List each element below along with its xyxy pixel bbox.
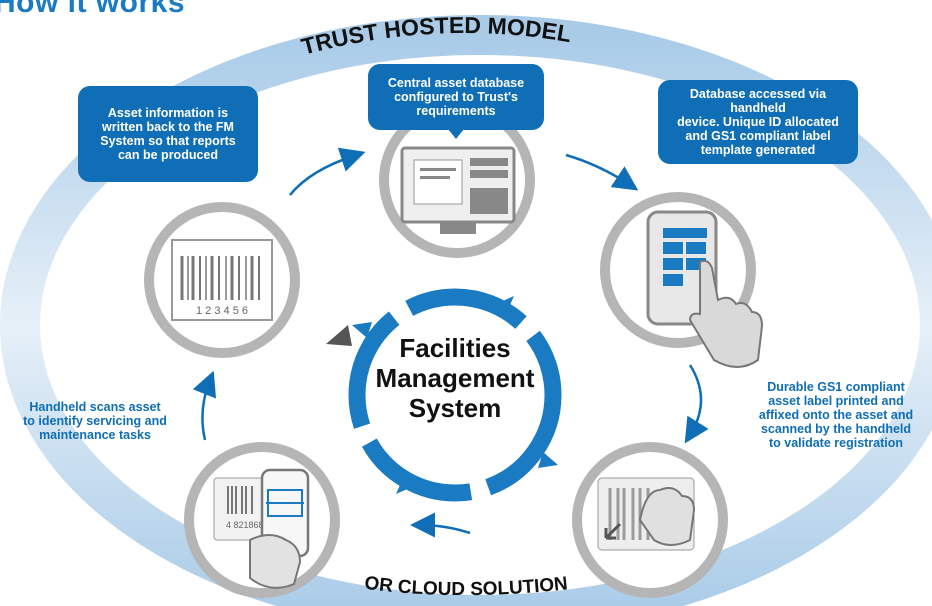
center-cycle-arrows — [348, 288, 562, 502]
label-apply-icon — [597, 477, 696, 551]
step-circle-writeback: 1 2 3 4 5 6 — [144, 202, 300, 358]
page-title: How it works — [0, 0, 186, 19]
step-callout-writeback: Asset information is written back to the… — [78, 86, 258, 182]
center-label: Facilities Management System — [375, 333, 535, 423]
phone-scan-icon: 4 821868 — [213, 468, 310, 589]
pointer-triangle — [326, 325, 352, 346]
tablet-touch-icon — [646, 210, 764, 368]
monitor-icon — [400, 146, 516, 234]
scan-digits: 4 821868 — [226, 520, 264, 530]
step-circle-handheld — [600, 192, 764, 368]
barcode-icon: 1 2 3 4 5 6 — [171, 239, 273, 321]
step-label-scan: Handheld scans asset to identify servici… — [23, 400, 167, 442]
step-callout-handheld: Database accessed via handheld device. U… — [658, 80, 858, 164]
step-circle-scan: 4 821868 — [184, 442, 340, 598]
step-circle-database — [379, 102, 535, 258]
step-label-label: Durable GS1 compliant asset label printe… — [758, 380, 914, 450]
barcode-digits: 1 2 3 4 5 6 — [196, 305, 248, 317]
connector-arrows — [192, 147, 709, 538]
step-circle-label — [572, 442, 728, 598]
step-callout-database: Central asset database configured to Tru… — [368, 64, 544, 139]
